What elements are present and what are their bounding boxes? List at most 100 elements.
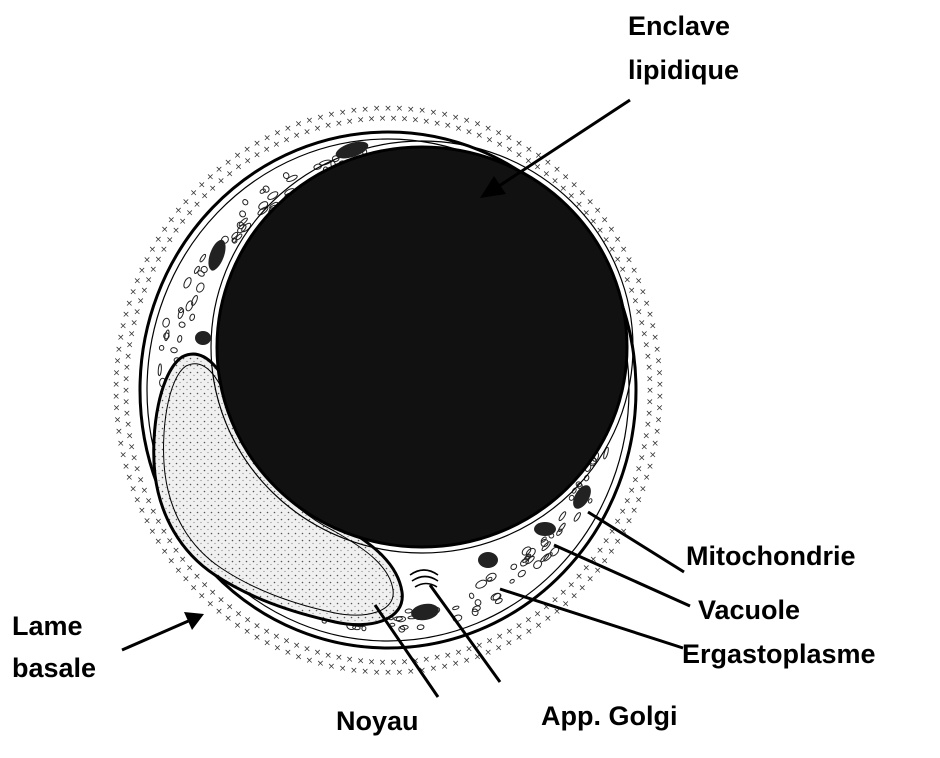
basal-lamina-mark: × — [193, 572, 201, 582]
basal-lamina-mark: × — [130, 454, 138, 464]
basal-lamina-mark: × — [653, 345, 661, 355]
basal-lamina-mark: × — [201, 580, 209, 590]
basal-lamina-mark: × — [639, 288, 647, 298]
basal-lamina-mark: × — [643, 299, 651, 309]
basal-lamina-mark: × — [635, 495, 643, 505]
basal-lamina-mark: × — [138, 266, 146, 276]
basal-lamina-mark: × — [138, 506, 146, 516]
basal-lamina-mark: × — [122, 386, 130, 396]
basal-lamina-mark: × — [129, 288, 137, 298]
basal-lamina-mark: × — [486, 637, 494, 647]
basal-lamina-mark: × — [463, 116, 471, 126]
basal-lamina-mark: × — [646, 386, 654, 396]
basal-lamina-mark: × — [575, 572, 583, 582]
basal-lamina-mark: × — [253, 633, 261, 643]
basal-lamina-mark: × — [596, 546, 604, 556]
basal-lamina-mark: × — [644, 352, 652, 362]
basal-lamina-mark: × — [263, 133, 271, 143]
basal-lamina-mark: × — [534, 609, 542, 619]
basal-lamina-mark: × — [401, 115, 409, 125]
basal-lamina-mark: × — [390, 658, 398, 668]
basal-lamina-mark: × — [306, 656, 314, 666]
basal-lamina-mark: × — [373, 104, 381, 114]
basal-lamina-mark: × — [625, 517, 633, 527]
basal-lamina-mark: × — [324, 121, 332, 131]
basal-lamina-mark: × — [137, 476, 145, 486]
basal-lamina-mark: × — [182, 575, 190, 585]
basal-lamina-mark: × — [317, 113, 325, 123]
basal-lamina-mark: × — [496, 140, 504, 150]
basal-lamina-mark: × — [544, 158, 552, 168]
basal-lamina-mark: × — [368, 658, 376, 668]
label-golgi: App. Golgi — [541, 700, 677, 732]
basal-lamina-mark: × — [384, 104, 392, 114]
basal-lamina-mark: × — [361, 105, 369, 115]
basal-lamina-mark: × — [525, 616, 533, 626]
basal-lamina-mark: × — [632, 297, 640, 307]
label-ergastoplasm: Ergastoplasme — [682, 638, 876, 670]
basal-lamina-mark: × — [624, 497, 632, 507]
basal-lamina-mark: × — [141, 286, 149, 296]
basal-lamina-mark: × — [182, 197, 190, 207]
basal-lamina-mark: × — [339, 664, 347, 674]
basal-lamina-mark: × — [619, 507, 627, 517]
basal-lamina-mark: × — [172, 546, 180, 556]
basal-lamina-mark: × — [643, 473, 651, 483]
basal-lamina-mark: × — [614, 235, 622, 245]
basal-lamina-mark: × — [608, 225, 616, 235]
basal-lamina-mark: × — [179, 217, 187, 227]
basal-lamina-mark: × — [656, 380, 664, 390]
basal-lamina-mark: × — [495, 128, 503, 138]
basal-lamina-mark: × — [624, 275, 632, 285]
basal-lamina-mark: × — [441, 662, 449, 672]
basal-lamina-mark: × — [124, 420, 132, 430]
basal-lamina-mark: × — [484, 648, 492, 658]
basal-lamina-mark: × — [274, 644, 282, 654]
basal-lamina-mark: × — [134, 495, 142, 505]
basal-lamina-mark: × — [126, 341, 134, 351]
basal-lamina-mark: × — [630, 506, 638, 516]
basal-lamina-mark: × — [412, 116, 420, 126]
basal-lamina-mark: × — [253, 622, 261, 632]
basal-lamina-mark: × — [463, 656, 471, 666]
basal-lamina-mark: × — [226, 603, 234, 613]
basal-lamina-mark: × — [150, 265, 158, 275]
basal-lamina-mark: × — [543, 169, 551, 179]
basal-lamina-mark: × — [649, 450, 657, 460]
basal-lamina-mark: × — [328, 110, 336, 120]
basal-lamina-mark: × — [614, 517, 622, 527]
basal-lamina-mark: × — [379, 114, 387, 124]
basal-lamina-mark: × — [430, 664, 438, 674]
basal-lamina-mark: × — [166, 537, 174, 547]
basal-lamina-mark: × — [632, 476, 640, 486]
basal-lamina-mark: × — [207, 173, 215, 183]
basal-lamina-mark: × — [655, 357, 663, 367]
basal-lamina-mark: × — [133, 465, 141, 475]
basal-lamina-mark: × — [505, 133, 513, 143]
basal-lamina-mark: × — [433, 119, 441, 129]
basal-lamina-mark: × — [226, 169, 234, 179]
basal-lamina-mark: × — [215, 165, 223, 175]
basal-lamina-mark: × — [602, 236, 610, 246]
basal-lamina-mark: × — [625, 255, 633, 265]
basal-lamina-mark: × — [198, 180, 206, 190]
basal-lamina-mark: × — [641, 443, 649, 453]
lipid-droplet — [217, 147, 627, 547]
basal-lamina-mark: × — [583, 564, 591, 574]
basal-lamina-mark: × — [166, 236, 174, 246]
basal-lamina-mark: × — [551, 596, 559, 606]
basal-lamina-mark: × — [160, 527, 168, 537]
basal-lamina-mark: × — [515, 633, 523, 643]
basal-lamina-mark: × — [263, 639, 271, 649]
basal-lamina-mark: × — [346, 655, 354, 665]
basal-lamina-mark: × — [525, 145, 533, 155]
basal-lamina-mark: × — [339, 108, 347, 118]
basal-lamina-mark: × — [474, 120, 482, 130]
basal-lamina-mark: × — [444, 651, 452, 661]
basal-lamina-mark: × — [161, 547, 169, 557]
basal-lamina-mark: × — [368, 115, 376, 125]
basal-lamina-mark: × — [126, 473, 134, 483]
basal-lamina-mark: × — [444, 121, 452, 131]
basal-lamina-mark: × — [335, 653, 343, 663]
basal-lamina-mark: × — [396, 104, 404, 114]
